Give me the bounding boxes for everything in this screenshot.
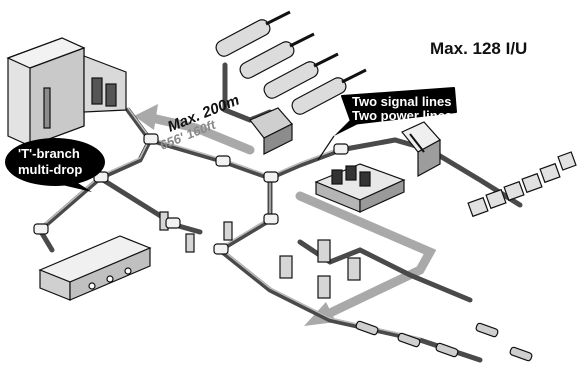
signal-lines-text: Two signal lines	[352, 94, 451, 109]
terminal-block	[40, 236, 150, 300]
plc-cabinet	[8, 38, 126, 146]
multi-drop-text: multi-drop	[18, 162, 82, 177]
t-branch-text: 'T'-branch	[18, 146, 80, 161]
io-unit-right	[402, 122, 440, 176]
m12-connectors	[355, 320, 532, 361]
max-units-label: Max. 128 I/U	[430, 39, 527, 58]
power-lines-text: Two power lines	[352, 108, 452, 123]
branch-cable-left	[100, 178, 200, 232]
